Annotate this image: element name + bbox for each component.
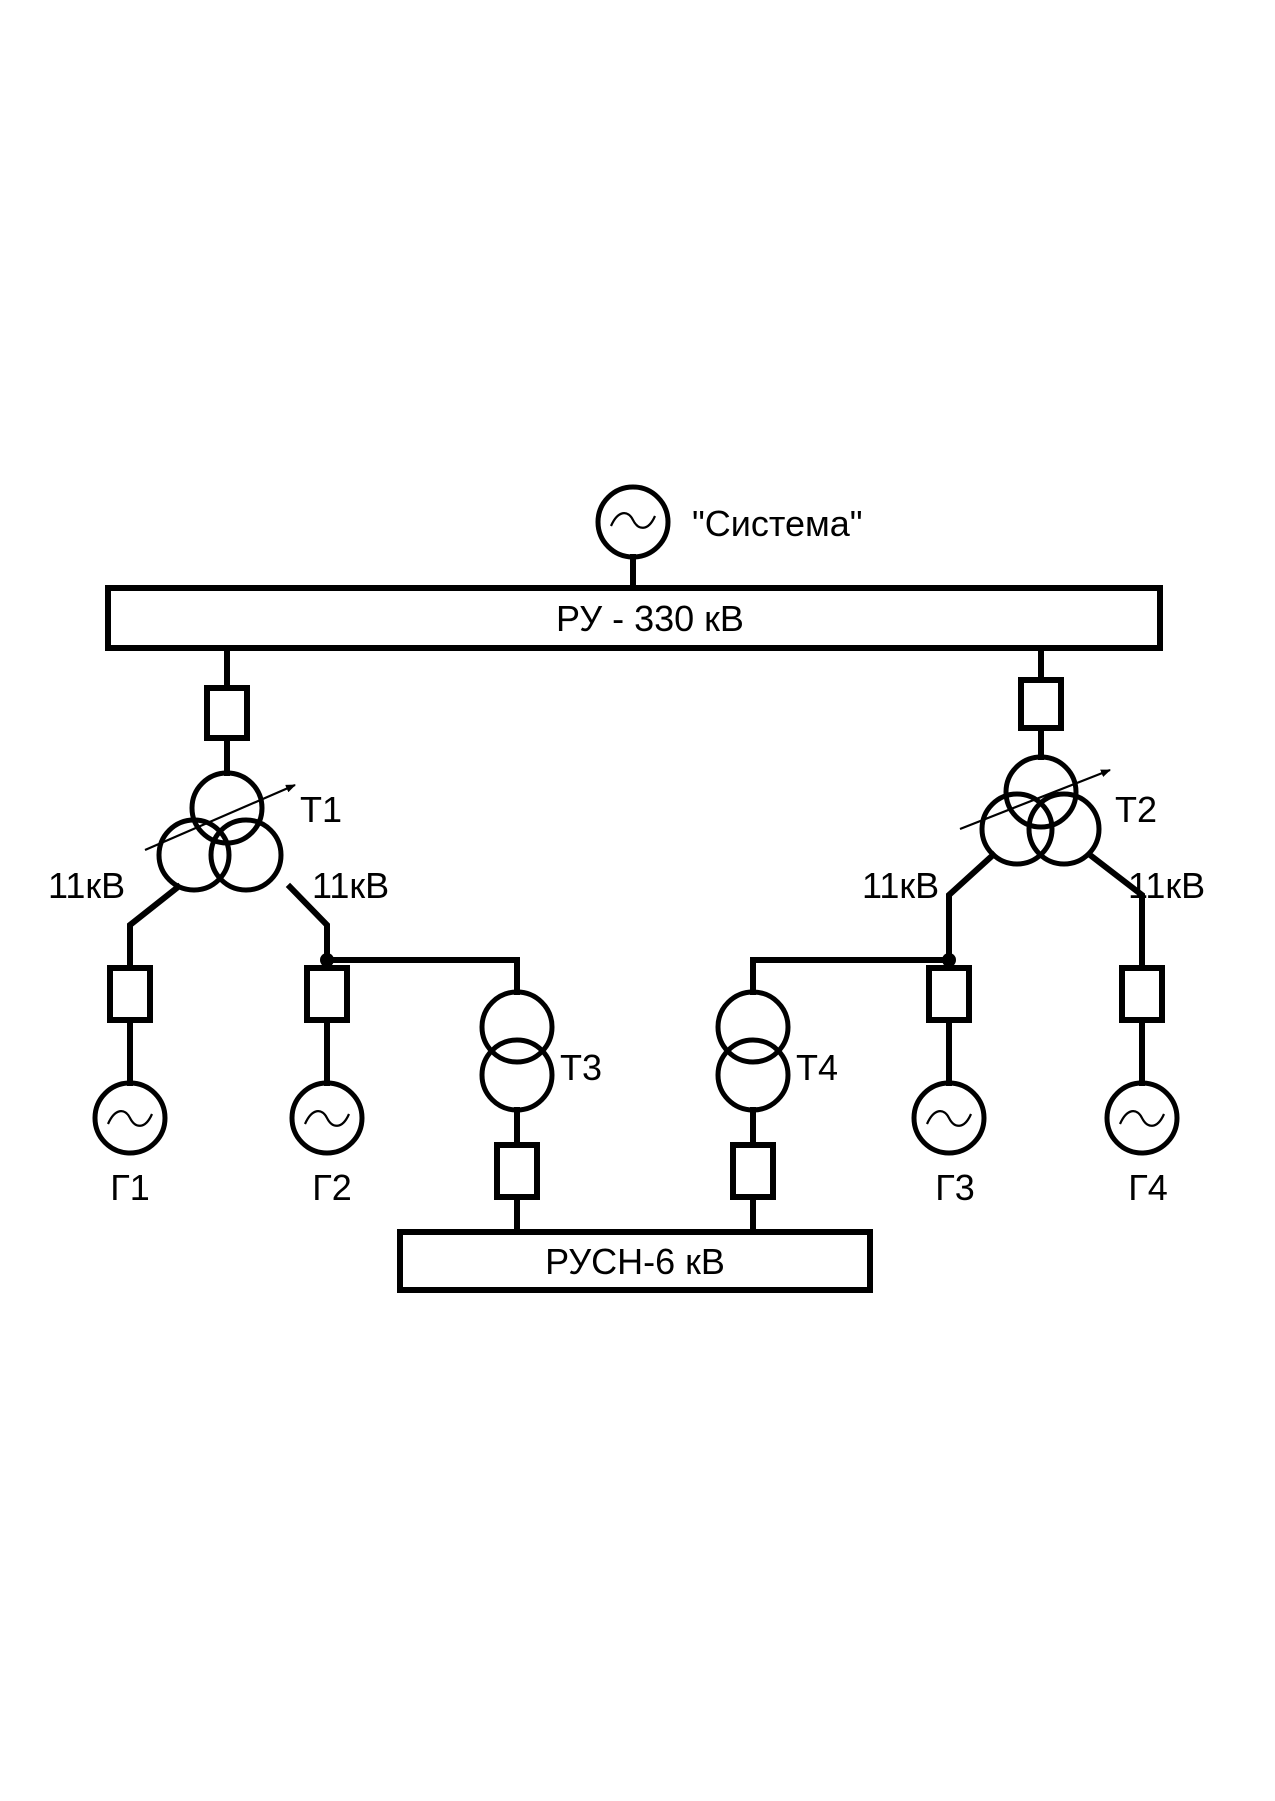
t4-branch: Т4: [715, 957, 952, 1235]
t2-lv-left-label: 11кВ: [862, 865, 939, 906]
g2-label: Г2: [312, 1167, 352, 1208]
t1-feeder: Т1 11кВ 11кВ: [48, 645, 389, 906]
g1-breaker-icon: [107, 965, 153, 1023]
t3-label: Т3: [560, 1047, 602, 1088]
t1-lv-right-label: 11кВ: [312, 865, 389, 906]
sine-wave-icon: [609, 512, 657, 529]
g3-breaker-icon: [926, 965, 972, 1023]
sine-wave-icon: [925, 1110, 973, 1127]
g4-generator-icon: [1104, 1080, 1180, 1156]
g3-feeder-line: [946, 850, 998, 961]
t4-breaker-icon: [730, 1142, 776, 1200]
t2-label: Т2: [1115, 789, 1157, 830]
aux-bus: РУСН-6 кВ: [397, 1229, 873, 1293]
t1-transformer-icon: [144, 770, 296, 893]
g4-breaker-icon: [1119, 965, 1165, 1023]
sine-wave-icon: [303, 1110, 351, 1127]
sine-wave-icon: [106, 1110, 154, 1127]
g1-branch: Г1: [92, 882, 183, 1208]
main-bus: РУ - 330 кВ: [105, 585, 1163, 651]
main-bus-label: РУ - 330 кВ: [556, 598, 744, 639]
system-source: "Система": [595, 484, 863, 591]
g4-label: Г4: [1128, 1167, 1168, 1208]
g2-generator-icon: [289, 1080, 365, 1156]
g2-breaker-icon: [304, 965, 350, 1023]
g1-generator-icon: [92, 1080, 168, 1156]
g3-generator-icon: [911, 1080, 987, 1156]
system-label: "Система": [692, 503, 863, 544]
t2-feeder: Т2 11кВ 11кВ: [862, 645, 1205, 906]
g1-label: Г1: [110, 1167, 150, 1208]
t4-label: Т4: [796, 1047, 838, 1088]
t1-lv-left-label: 11кВ: [48, 865, 125, 906]
t1-label: Т1: [300, 789, 342, 830]
tap-changer-arrow-icon: [144, 783, 296, 852]
t1-breaker-icon: [204, 685, 250, 741]
g4-feeder-line: [1085, 850, 1145, 971]
tap-changer-arrow-icon: [959, 768, 1111, 831]
g1-feeder-line: [127, 882, 183, 971]
aux-bus-label: РУСН-6 кВ: [545, 1241, 725, 1282]
sine-wave-icon: [1118, 1110, 1166, 1127]
t4-transformer-icon: [715, 989, 791, 1113]
aux-bus-bar: [397, 1229, 873, 1293]
t2-breaker-icon: [1018, 677, 1064, 731]
t3-transformer-icon: [479, 989, 555, 1113]
t2-transformer-icon: [959, 754, 1111, 867]
t3-branch: Т3: [324, 957, 602, 1235]
g3-branch: Г3: [911, 850, 998, 1208]
t4-feeder-line: [750, 957, 952, 995]
main-bus-bar: [105, 585, 1163, 651]
g3-label: Г3: [935, 1167, 975, 1208]
g2-branch: Г2: [285, 882, 365, 1208]
t3-breaker-icon: [494, 1142, 540, 1200]
g4-branch: Г4: [1085, 850, 1180, 1208]
t3-feeder-line: [324, 957, 520, 995]
